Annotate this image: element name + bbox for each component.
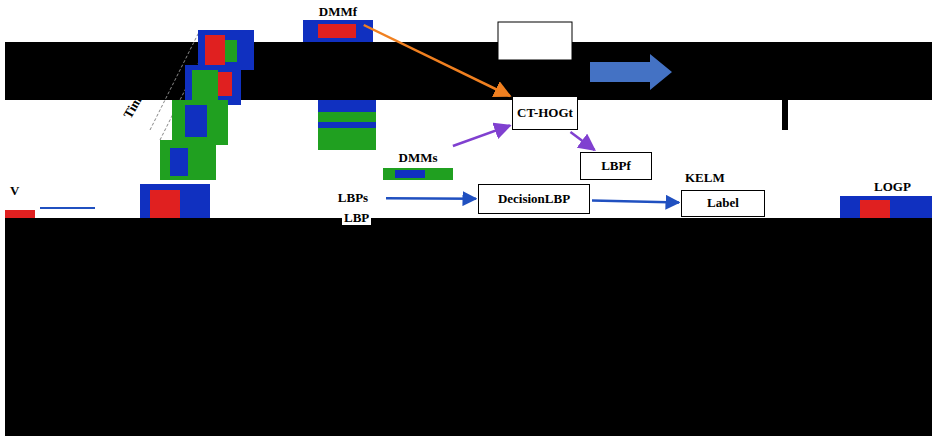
- dark-band: [5, 218, 932, 436]
- tick: [782, 100, 788, 130]
- depth-stack: [140, 30, 254, 218]
- input-image: [5, 210, 35, 218]
- image-heading: DMMs: [383, 148, 453, 169]
- feature-box: CT-HOGt: [512, 96, 578, 130]
- node-text: Label: [707, 196, 739, 210]
- input-arrow: [40, 207, 95, 209]
- strip: [5, 180, 932, 218]
- node-text: DMMf: [319, 5, 357, 19]
- blue-arrow: [592, 200, 679, 202]
- dmm-front-image: [303, 20, 376, 150]
- dmm-side-image: [383, 168, 453, 180]
- decision-box: DecisionLBP: [478, 184, 590, 214]
- orange-arrow: [364, 25, 510, 96]
- output-box: Label: [681, 190, 765, 217]
- output-image: [840, 196, 932, 218]
- node-text: LBPs: [338, 191, 368, 205]
- purple-arrow: [570, 132, 594, 150]
- output-label: LOGP: [872, 180, 913, 194]
- node-text: LBPf: [601, 159, 631, 173]
- feature-label: LBP: [342, 211, 371, 225]
- blue-arrow: [386, 197, 476, 200]
- node-text: DMMs: [399, 151, 438, 165]
- node-text: DecisionLBP: [498, 192, 570, 206]
- classifier-label: KELM: [683, 171, 727, 185]
- feature-box: LBPf: [580, 152, 652, 180]
- classifier-box: [498, 22, 572, 60]
- node-text: CT-HOGt: [517, 106, 573, 120]
- output-image: [860, 200, 890, 218]
- image-heading: DMMf: [300, 2, 376, 23]
- purple-arrow: [453, 126, 510, 146]
- cut-label: V: [8, 184, 21, 198]
- flow-arrow: [590, 54, 672, 90]
- feature-label: LBPs: [322, 187, 384, 209]
